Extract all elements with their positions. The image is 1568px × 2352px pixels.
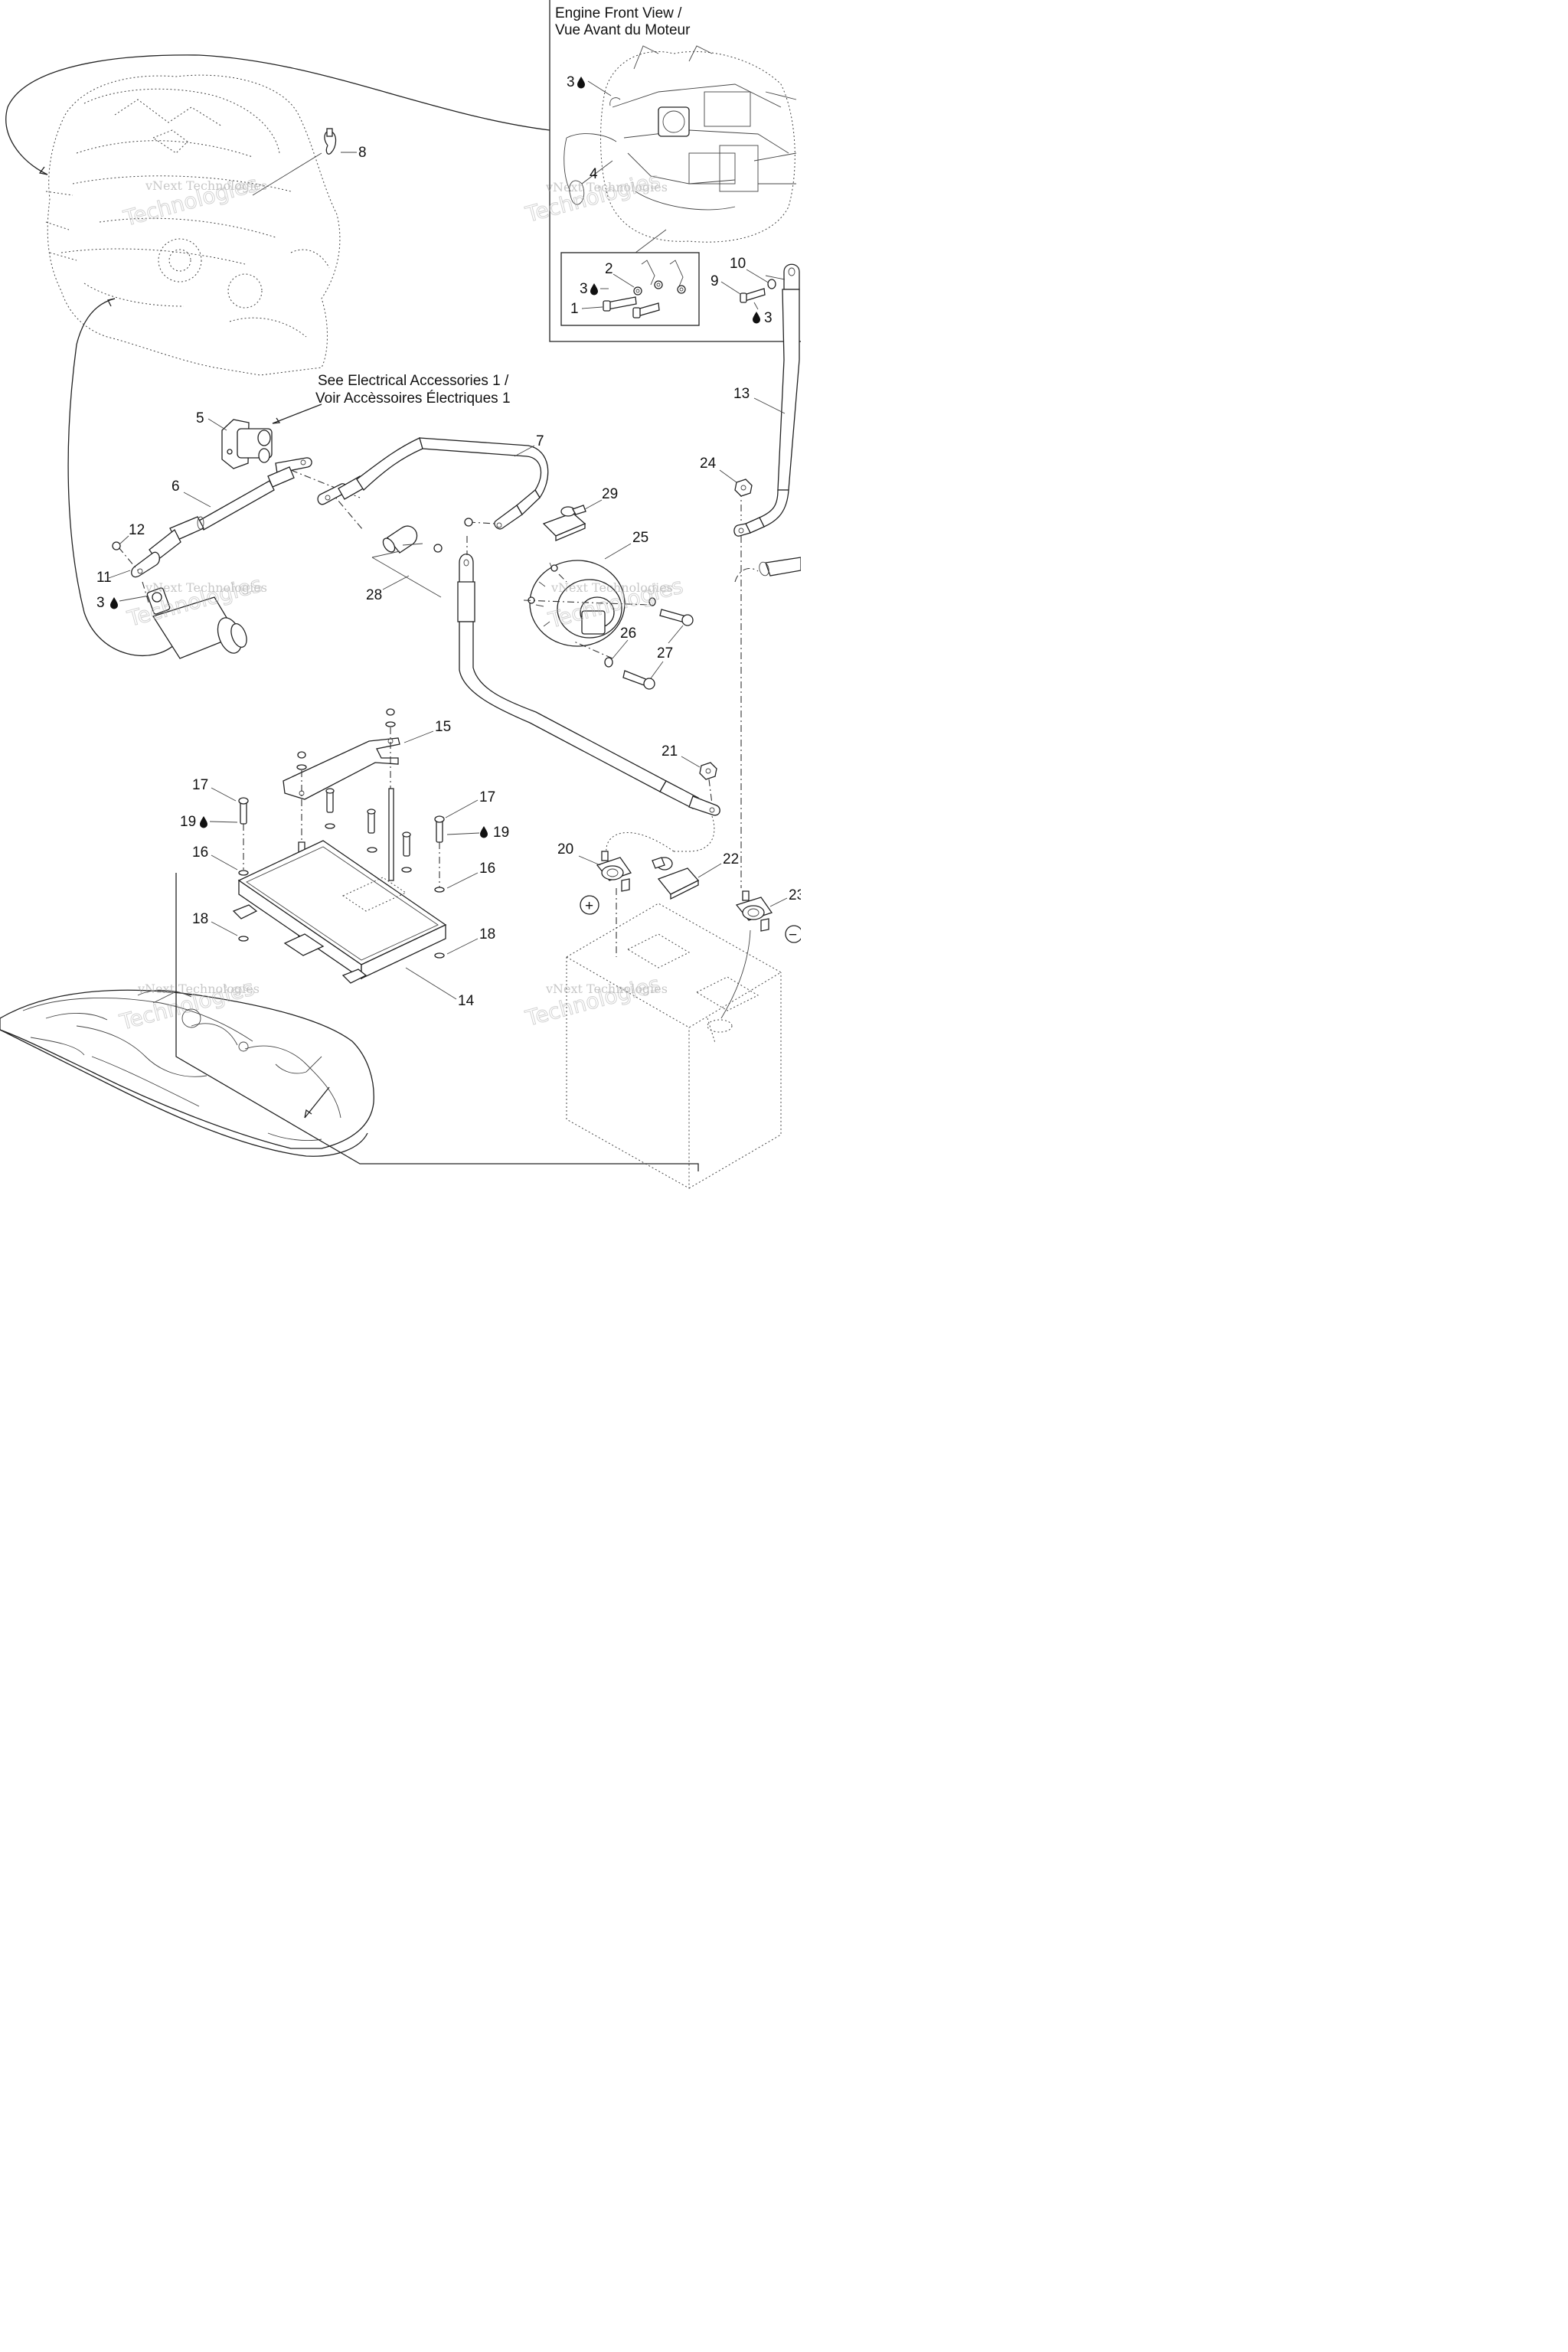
label-part-17-right: 17	[479, 789, 495, 805]
watermark-boat: vNext Technologies Technologies	[116, 975, 260, 1036]
label-part-20: 20	[557, 841, 573, 858]
terminal-cap-29	[542, 505, 586, 541]
svg-text:vNext Technologies: vNext Technologies	[550, 580, 673, 595]
starter-motor	[146, 587, 247, 659]
terminal-boot-28	[382, 525, 443, 554]
nut-24	[734, 479, 753, 497]
drop-icon	[577, 77, 585, 89]
label-part-5: 5	[196, 410, 204, 426]
label-part-3-detail: 3	[580, 281, 588, 297]
label-part-18-left: 18	[192, 911, 208, 927]
label-part-24: 24	[700, 456, 717, 472]
svg-text:vNext Technologies: vNext Technologies	[545, 180, 668, 194]
drop-icon	[480, 826, 488, 838]
drop-icon	[753, 312, 760, 324]
starter-solenoid	[221, 419, 273, 469]
label-part-14: 14	[458, 993, 475, 1009]
positive-terminal-icon	[580, 895, 599, 915]
cable-7	[317, 437, 549, 530]
label-part-6: 6	[172, 479, 180, 495]
label-part-1: 1	[570, 301, 579, 317]
label-part-29: 29	[602, 486, 618, 502]
positive-sign: +	[585, 898, 593, 914]
label-part-22: 22	[723, 851, 739, 867]
label-part-18-right: 18	[479, 926, 495, 942]
label-part-10: 10	[730, 256, 746, 272]
engine-front-illustration	[564, 45, 797, 243]
leader-arc-top	[5, 54, 550, 175]
label-part-15: 15	[435, 719, 451, 735]
screws-27	[604, 597, 694, 690]
drop-icon	[110, 597, 118, 609]
watermark-engine: vNext Technologies Technologies	[120, 171, 267, 232]
svg-text:Technologies: Technologies	[522, 971, 662, 1031]
label-part-16-right: 16	[479, 861, 495, 877]
cable-13	[733, 289, 801, 577]
svg-text:vNext Technologies: vNext Technologies	[545, 982, 668, 996]
terminal-negative-23	[735, 890, 773, 932]
terminal-positive-20	[596, 851, 632, 892]
label-part-3-starter: 3	[96, 595, 105, 611]
label-part-17-left: 17	[192, 777, 208, 793]
label-part-19-left: 19	[180, 814, 196, 830]
svg-text:vNext Technologies: vNext Technologies	[145, 580, 267, 595]
bolt-detail-box: 2 3 1	[560, 229, 700, 326]
leader-arc-left	[67, 298, 177, 657]
label-part-19-right: 19	[493, 825, 509, 841]
label-part-23: 23	[789, 887, 801, 903]
battery	[566, 903, 782, 1189]
label-part-9: 9	[710, 273, 719, 289]
label-part-3-inset: 3	[567, 74, 575, 90]
label-part-21: 21	[662, 743, 678, 760]
inset-title-line1: Engine Front View /	[555, 5, 682, 21]
label-part-11: 11	[96, 570, 112, 586]
cable-6	[131, 457, 312, 578]
cable-to-circuit-breaker	[457, 554, 720, 816]
drop-icon	[590, 283, 598, 296]
label-part-25: 25	[632, 530, 648, 546]
label-part-8: 8	[358, 145, 367, 161]
nut-21	[699, 762, 717, 780]
inset-title-line2: Vue Avant du Moteur	[555, 22, 691, 38]
battery-tray-14	[232, 840, 447, 984]
label-part-28: 28	[366, 587, 382, 603]
starter-wiring-diagram: Engine Front View / Vue Avant du Moteur …	[0, 0, 801, 1189]
engine-illustration: 8	[45, 74, 367, 376]
tray-fasteners	[238, 797, 445, 959]
leader-boat-frame	[175, 873, 699, 1171]
see-electrical-accessories-note-line1: See Electrical Accessories 1 /	[318, 373, 509, 389]
boat-illustration	[0, 989, 374, 1157]
label-part-3-right: 3	[764, 310, 773, 326]
label-part-2: 2	[605, 261, 613, 277]
label-part-7: 7	[536, 433, 544, 449]
engine-front-view-inset: Engine Front View / Vue Avant du Moteur …	[549, 0, 801, 342]
label-part-13: 13	[733, 386, 750, 402]
watermark-battery: vNext Technologies Technologies	[522, 971, 668, 1032]
svg-text:vNext Technologies: vNext Technologies	[137, 982, 260, 996]
negative-terminal-icon	[785, 925, 801, 943]
label-part-27: 27	[657, 645, 673, 662]
negative-sign: −	[789, 927, 797, 943]
label-part-16-left: 16	[192, 844, 208, 861]
see-electrical-accessories-note-line2: Voir Accèssoires Électriques 1	[315, 390, 511, 407]
label-part-26: 26	[620, 626, 636, 642]
label-part-12: 12	[129, 522, 145, 538]
drop-icon	[200, 816, 207, 828]
circuit-breaker-25	[528, 560, 626, 647]
svg-text:vNext Technologies: vNext Technologies	[145, 178, 267, 193]
terminal-cap-22	[652, 857, 700, 900]
label-part-4: 4	[590, 166, 598, 182]
